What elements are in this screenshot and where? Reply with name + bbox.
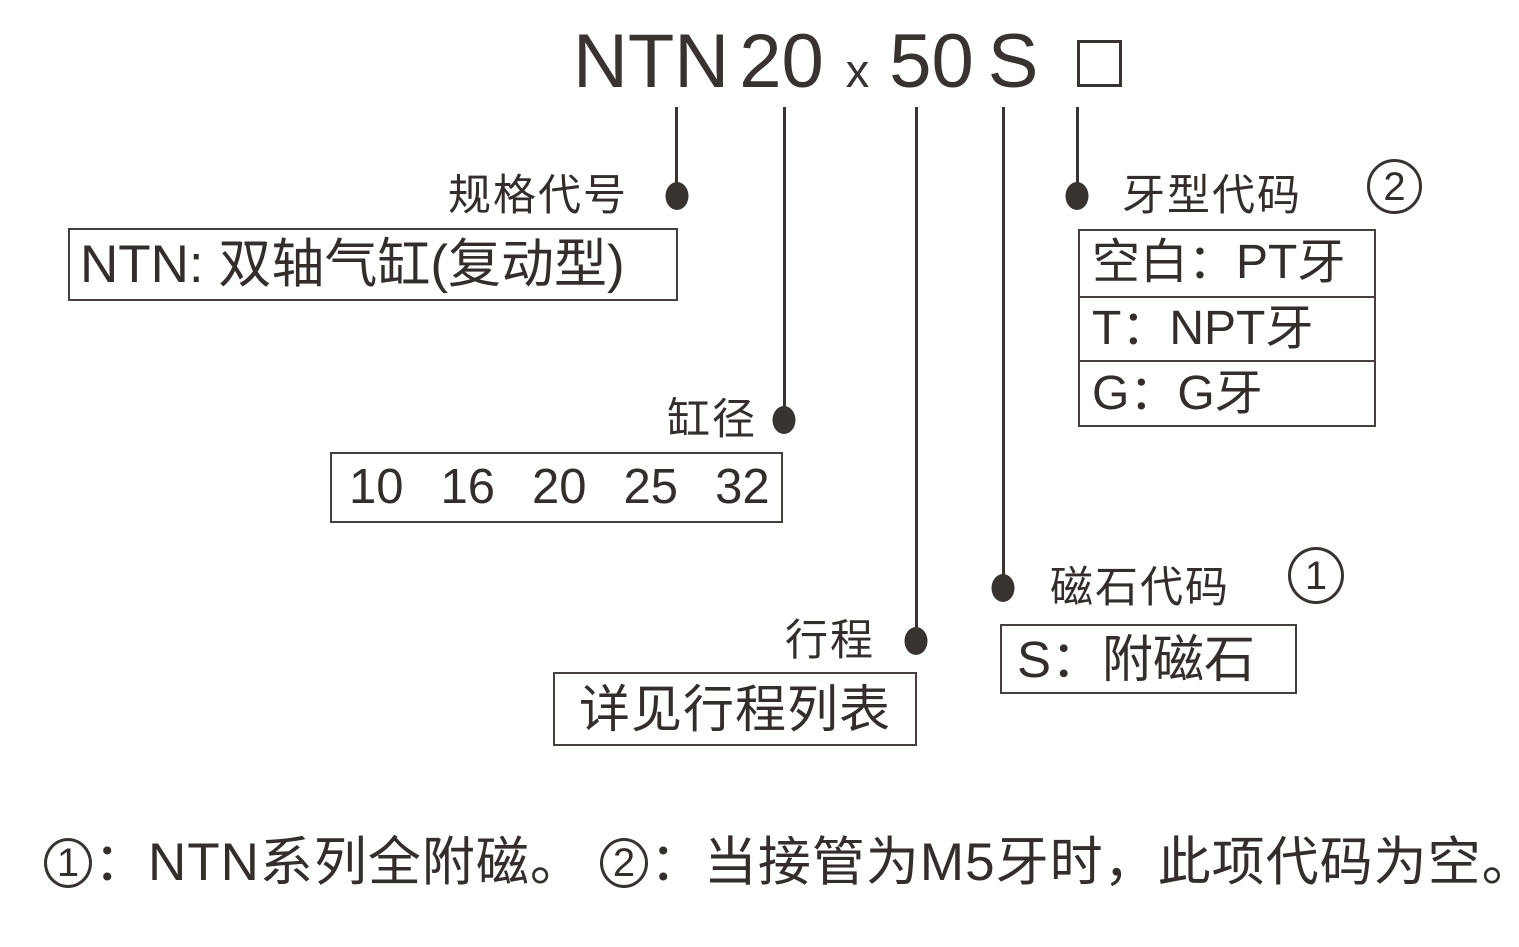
callout-line-bore — [783, 107, 786, 412]
callout-dot-icon — [772, 406, 796, 434]
spec-description-text: NTN: 双轴气缸(复动型) — [80, 235, 625, 294]
footnote-1-text: ：NTN系列全附磁。 — [94, 833, 584, 892]
times-separator: x — [845, 44, 870, 97]
footnote-ref-2-number: 2 — [1383, 164, 1406, 209]
bore-option: 20 — [532, 460, 587, 514]
model-series: NTN — [573, 19, 730, 104]
footnote-ref-1-badge: 1 — [1288, 547, 1344, 604]
spec-code-label: 规格代号 — [448, 172, 628, 220]
table-row: T：NPT牙 — [1080, 295, 1374, 361]
thread-options-table: 空白：PT牙 T：NPT牙 G：G牙 — [1078, 229, 1376, 427]
bore-option: 16 — [440, 460, 496, 514]
stroke-description-box: 详见行程列表 — [553, 672, 917, 746]
blank-square-icon — [1076, 40, 1122, 87]
magnet-code-label: 磁石代码 — [1050, 564, 1230, 612]
table-row: G：G牙 — [1080, 360, 1374, 425]
callout-dot-icon — [991, 574, 1015, 602]
callout-dot-icon — [904, 627, 928, 655]
bore-options-box: 10 16 20 25 32 — [330, 452, 783, 523]
footnote-1-number: 1 — [56, 840, 80, 885]
thread-option: T：NPT牙 — [1092, 301, 1314, 355]
thread-code-label: 牙型代码 — [1122, 172, 1302, 220]
footnote-2-text: ：当接管为M5牙时，此项代码为空。 — [649, 833, 1519, 892]
bore-option: 25 — [623, 460, 679, 514]
callout-dot-icon — [665, 182, 689, 210]
footnote-ref-2-badge: 2 — [1367, 159, 1422, 214]
footnotes-line: 1 ：NTN系列全附磁。 2 ：当接管为M5牙时，此项代码为空。 — [44, 836, 1519, 889]
footnote-2-badge: 2 — [599, 837, 648, 888]
model-stroke-value: 50 — [889, 19, 974, 104]
thread-option: G：G牙 — [1092, 366, 1263, 420]
model-code: NTN 20 x 50 S — [573, 24, 1122, 100]
model-bore-value: 20 — [739, 19, 824, 104]
table-row: 空白：PT牙 — [1080, 231, 1374, 296]
stroke-description-text: 详见行程列表 — [578, 680, 891, 738]
model-magnet-value: S — [987, 19, 1039, 104]
magnet-description-text: S：附磁石 — [1017, 630, 1256, 688]
stroke-label: 行程 — [785, 617, 875, 665]
callout-line-stroke — [915, 107, 918, 632]
spec-description-box: NTN: 双轴气缸(复动型) — [68, 228, 678, 301]
footnote-1-badge: 1 — [44, 837, 92, 888]
thread-option: 空白：PT牙 — [1092, 236, 1346, 290]
bore-label: 缸径 — [667, 396, 757, 444]
callout-dot-icon — [1065, 182, 1089, 210]
bore-option: 32 — [715, 460, 770, 514]
footnote-2-number: 2 — [612, 840, 636, 885]
footnote-ref-1-number: 1 — [1304, 553, 1328, 598]
callout-line-spec — [675, 107, 678, 185]
magnet-description-box: S：附磁石 — [1000, 624, 1297, 694]
callout-line-magnet — [1002, 107, 1005, 579]
callout-line-thread — [1076, 107, 1079, 187]
bore-option: 10 — [349, 460, 404, 514]
